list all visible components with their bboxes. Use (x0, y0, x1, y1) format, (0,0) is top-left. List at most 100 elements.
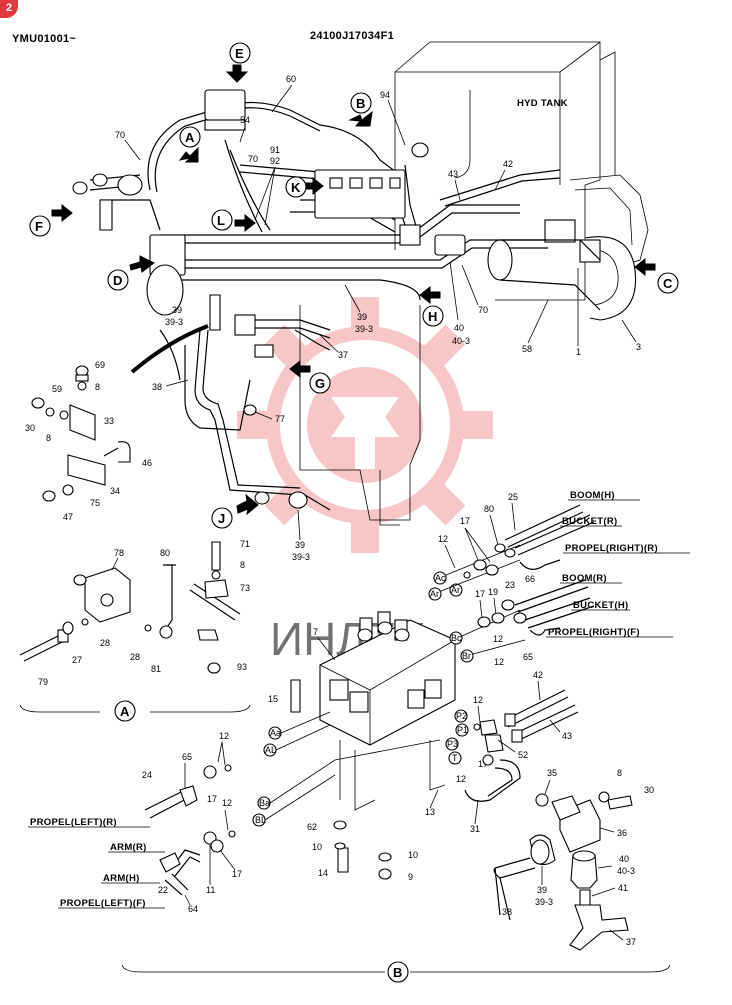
svg-text:39: 39 (295, 540, 305, 550)
svg-text:40: 40 (619, 854, 629, 864)
page-badge: 2 (0, 0, 18, 18)
left-hose-group: 12 17 65 24 12 11 17 22 64 (28, 731, 242, 914)
circle-label-c: C (663, 276, 673, 291)
svg-text:8: 8 (240, 560, 245, 570)
circle-label-j: J (218, 511, 225, 526)
svg-text:Br: Br (462, 651, 471, 661)
svg-text:P3: P3 (447, 739, 458, 749)
view-b-label: B (393, 965, 402, 980)
svg-text:AL: AL (265, 745, 276, 755)
upper-valve-blocks (72, 89, 601, 526)
view-b-bracket: B (121, 961, 671, 983)
valve-fittings-right: 12 17 80 25 66 17 19 23 (438, 490, 690, 667)
svg-text:78: 78 (114, 548, 124, 558)
svg-text:62: 62 (307, 822, 317, 832)
svg-text:41: 41 (618, 883, 628, 893)
svg-text:28: 28 (130, 652, 140, 662)
suction-parts: 36 30 8 40 40-3 41 37 39 39-3 38 (493, 768, 654, 951)
svg-text:39: 39 (537, 885, 547, 895)
svg-text:17: 17 (232, 869, 242, 879)
svg-text:64: 64 (188, 904, 198, 914)
svg-text:3: 3 (636, 342, 641, 352)
svg-text:12: 12 (494, 657, 504, 667)
svg-text:75: 75 (90, 498, 100, 508)
circle-label-b: B (356, 96, 365, 111)
svg-text:1: 1 (576, 347, 581, 357)
svg-text:33: 33 (104, 416, 114, 426)
svg-text:69: 69 (95, 360, 105, 370)
pump-assembly (544, 174, 649, 321)
label-propel-right-f: PROPEL(RIGHT)(F) (548, 627, 640, 638)
svg-text:65: 65 (523, 652, 533, 662)
svg-text:81: 81 (151, 664, 161, 674)
svg-text:35: 35 (547, 768, 557, 778)
circle-label-a: A (185, 130, 195, 145)
svg-text:10: 10 (312, 842, 322, 852)
svg-text:9: 9 (408, 872, 413, 882)
svg-text:80: 80 (160, 548, 170, 558)
view-a-label: A (120, 704, 130, 719)
svg-text:12: 12 (473, 695, 483, 705)
circle-label-d: D (113, 273, 122, 288)
svg-text:Ar: Ar (430, 589, 439, 599)
svg-text:22: 22 (158, 885, 168, 895)
svg-text:70: 70 (478, 305, 488, 315)
svg-text:38: 38 (502, 907, 512, 917)
svg-text:17: 17 (207, 794, 217, 804)
pump-hoses: 42 43 52 12 12 17 31 35 (456, 670, 579, 834)
svg-text:15: 15 (268, 694, 278, 704)
svg-text:12: 12 (219, 731, 229, 741)
svg-text:65: 65 (182, 752, 192, 762)
svg-text:66: 66 (525, 574, 535, 584)
svg-text:39: 39 (357, 312, 367, 322)
svg-text:60: 60 (286, 74, 296, 84)
svg-text:34: 34 (110, 486, 120, 496)
svg-text:14: 14 (318, 868, 328, 878)
label-bucket-h: BUCKET(H) (573, 600, 628, 611)
svg-text:T: T (452, 753, 458, 763)
label-propel-left-f: PROPEL(LEFT)(F) (60, 898, 146, 909)
svg-text:30: 30 (25, 423, 35, 433)
svg-text:93: 93 (237, 662, 247, 672)
svg-text:42: 42 (503, 159, 513, 169)
label-propel-left-r: PROPEL(LEFT)(R) (30, 817, 117, 828)
svg-text:7: 7 (313, 627, 318, 637)
svg-text:10: 10 (408, 850, 418, 860)
svg-text:17: 17 (460, 516, 470, 526)
svg-text:58: 58 (522, 344, 532, 354)
view-a-detail: 78 79 27 28 28 80 81 71 8 73 93 (19, 539, 251, 722)
svg-text:Ac: Ac (435, 573, 446, 583)
svg-text:54: 54 (240, 115, 250, 125)
drawing-number: 24100J17034F1 (310, 30, 395, 42)
svg-text:11: 11 (206, 885, 215, 895)
svg-text:24: 24 (142, 770, 152, 780)
svg-text:31: 31 (470, 824, 480, 834)
svg-text:12: 12 (456, 774, 466, 784)
watermark-logo: ИНЛТХ (237, 297, 493, 665)
svg-text:12: 12 (493, 634, 503, 644)
circle-label-e: E (235, 46, 244, 61)
svg-text:P2: P2 (456, 711, 467, 721)
circle-label-g: G (315, 376, 325, 391)
svg-text:80: 80 (484, 504, 494, 514)
circle-label-h: H (428, 309, 437, 324)
label-bucket-r: BUCKET(R) (562, 516, 617, 527)
svg-text:36: 36 (617, 828, 627, 838)
svg-text:28: 28 (100, 638, 110, 648)
svg-text:59: 59 (52, 384, 62, 394)
svg-text:77: 77 (275, 414, 285, 424)
svg-text:70: 70 (248, 154, 258, 164)
svg-text:30: 30 (644, 785, 654, 795)
svg-text:46: 46 (142, 458, 152, 468)
circle-label-f: F (35, 219, 43, 234)
svg-text:40-3: 40-3 (452, 336, 470, 346)
svg-text:17: 17 (478, 759, 488, 769)
label-boom-r: BOOM(R) (562, 573, 607, 584)
hydraulic-tank: HYD TANK (394, 41, 616, 301)
svg-text:39-3: 39-3 (355, 324, 373, 334)
svg-text:Ba: Ba (259, 798, 270, 808)
svg-text:43: 43 (562, 731, 572, 741)
svg-text:39-3: 39-3 (165, 317, 183, 327)
svg-text:92: 92 (270, 156, 280, 166)
